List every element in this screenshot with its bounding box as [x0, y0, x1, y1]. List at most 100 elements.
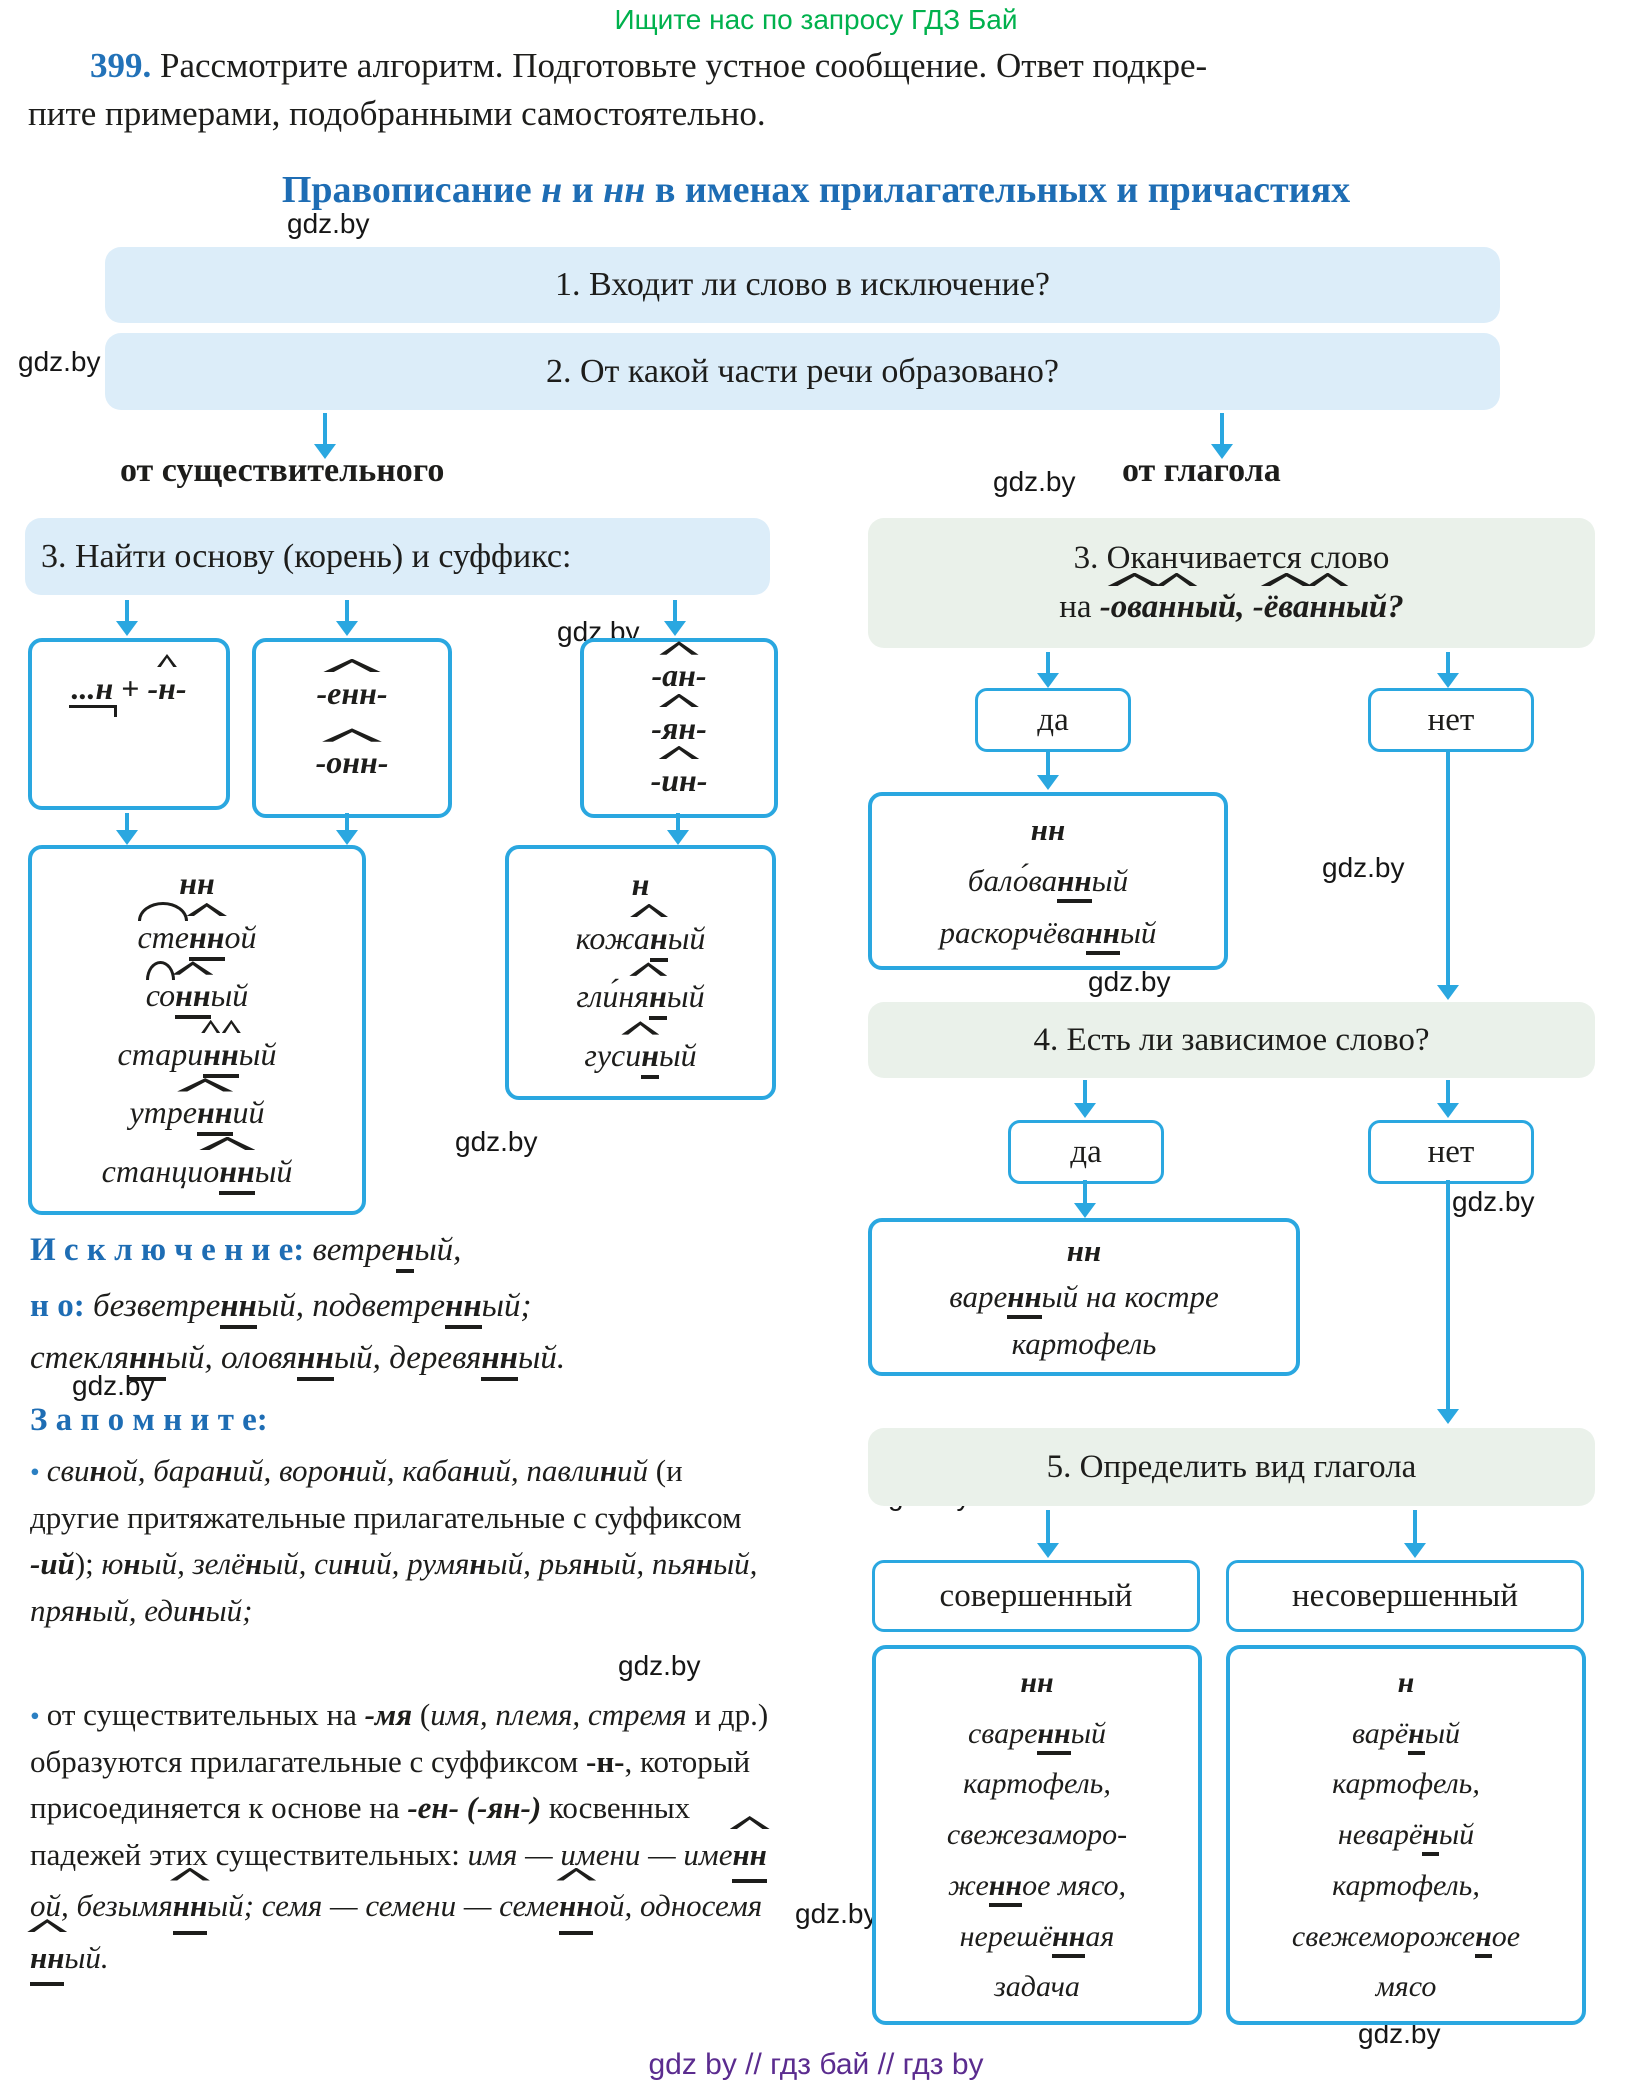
- watermark-gdzby: gdz.by: [993, 466, 1076, 497]
- example-word: варёный: [1352, 1716, 1460, 1755]
- aspect-imperfective-box: несовершенный: [1226, 1560, 1584, 1632]
- flow-arrow: [676, 813, 680, 831]
- step2-text: 2. От какой части речи образовано?: [546, 352, 1059, 390]
- example-word: картофель: [1011, 1325, 1157, 1361]
- example-word: задача: [994, 1970, 1080, 2004]
- example-word: свежемороженое: [1292, 1919, 1520, 1958]
- watermark-gdzby: gdz.by: [618, 1650, 701, 1681]
- step3-noun-text: 3. Найти основу (корень) и суффикс:: [41, 537, 572, 575]
- flow-arrow: [1446, 750, 1450, 986]
- watermark-gdzby: gdz.by: [287, 208, 370, 239]
- example-word: картофель,: [1332, 1767, 1480, 1801]
- yes-box-1: да: [975, 688, 1131, 752]
- result-box-nn-dependent: нн варенный на костре картофель: [868, 1218, 1300, 1376]
- no-box-2: нет: [1368, 1120, 1534, 1184]
- bullet-item-2: • от существительных на -мя (имя, племя,…: [30, 1692, 778, 1986]
- example-word: гусиный: [584, 1037, 697, 1080]
- step3-noun-box: 3. Найти основу (корень) и суффикс:: [25, 518, 770, 595]
- task-text-line-1: 399. Рассмотрите алгоритм. Подготовьте у…: [90, 46, 1208, 85]
- step4-text: 4. Есть ли зависимое слово?: [1033, 1021, 1430, 1058]
- example-word: картофель,: [1332, 1868, 1480, 1902]
- result-box-n-noun: н кожаный гли́няный гусиный: [505, 845, 776, 1100]
- page-title: Правописание н и нн в именах прилагатель…: [281, 169, 1351, 211]
- flow-arrow: [323, 413, 327, 445]
- yes-box-2: да: [1008, 1120, 1164, 1184]
- result-box-nn-perfective: нн сваренный картофель, свежезаморо- жен…: [872, 1645, 1202, 2025]
- example-word: гли́няный: [576, 978, 705, 1021]
- watermark-gdzby: gdz.by: [18, 346, 101, 377]
- flow-arrow: [1046, 750, 1050, 776]
- example-word: неварёный: [1338, 1818, 1474, 1856]
- result-box-nn-noun: нн стенной сонный старинный утренний ста…: [28, 845, 366, 1215]
- example-word: бало́ванный: [968, 863, 1128, 903]
- exception-note-line-2: н о: безветренный, подветренный;: [30, 1288, 532, 1329]
- branch-label-noun: от существительного: [120, 452, 445, 489]
- watermark-gdzby: gdz.by: [72, 1370, 155, 1401]
- remember-heading: З а п о м н и т е:: [30, 1402, 268, 1438]
- step2-box: 2. От какой части речи образовано?: [105, 333, 1500, 410]
- flow-arrow: [1446, 652, 1450, 674]
- branch-label-verb: от глагола: [1122, 452, 1281, 489]
- example-word: свежезаморо-: [946, 1818, 1128, 1851]
- step4-box: 4. Есть ли зависимое слово?: [868, 1002, 1595, 1078]
- flow-arrow: [1046, 652, 1050, 674]
- flow-arrow: [125, 813, 129, 831]
- flow-arrow: [1446, 1180, 1450, 1410]
- suffix-formula: ...н + -н-: [69, 670, 187, 717]
- result-box-nn-ovanny: нн бало́ванный раскорчёванный: [868, 792, 1228, 970]
- no-label: нет: [1427, 701, 1475, 738]
- aspect-imperfective-label: несовершенный: [1291, 1577, 1519, 1614]
- watermark-gdzby: gdz.by: [455, 1126, 538, 1157]
- flow-arrow: [1413, 1510, 1417, 1544]
- aspect-perfective-box: совершенный: [872, 1560, 1200, 1632]
- result-box-n-imperfective: н варёный картофель, неварёный картофель…: [1226, 1645, 1586, 2025]
- suffix-item: -ин-: [650, 761, 708, 798]
- suffix-box-an-yan-in: -ан- -ян- -ин-: [580, 638, 778, 818]
- suffix-item: -енн-: [316, 674, 388, 711]
- step3-verb-line-1: 3. Оканчивается слово: [1073, 540, 1390, 576]
- promo-banner: Ищите нас по запросу ГДЗ Бай: [614, 4, 1018, 35]
- flow-arrow: [673, 600, 677, 622]
- step3-verb-box: 3. Оканчивается слово на -ованный, -ёван…: [868, 518, 1595, 648]
- example-word: мясо: [1375, 1970, 1437, 2004]
- flow-arrow: [125, 600, 129, 622]
- example-word: нерешённая: [960, 1919, 1114, 1958]
- flow-arrow: [1046, 1510, 1050, 1544]
- no-box-1: нет: [1368, 688, 1534, 752]
- watermark-gdzby: gdz.by: [1322, 852, 1405, 883]
- result-box-header: нн: [179, 865, 215, 902]
- suffix-item: -ян-: [651, 709, 707, 746]
- footer-watermark: gdz by // гдз бай // гдз by: [648, 2048, 984, 2081]
- result-box-header: н: [1397, 1665, 1415, 1699]
- flow-arrow: [1083, 1180, 1087, 1204]
- example-word: старинный: [118, 1036, 276, 1078]
- example-word: кожаный: [576, 920, 705, 962]
- result-box-header: нн: [1020, 1665, 1054, 1699]
- example-word: утренний: [129, 1094, 265, 1137]
- flow-arrow: [1446, 1080, 1450, 1104]
- example-word: раскорчёванный: [940, 914, 1156, 955]
- flow-arrow: [345, 813, 349, 831]
- step5-box: 5. Определить вид глагола: [868, 1428, 1595, 1506]
- watermark-gdzby: gdz.by: [1088, 966, 1171, 997]
- exception-note-line-3: стеклянный, оловянный, деревянный.: [30, 1340, 565, 1381]
- step1-box: 1. Входит ли слово в исключение?: [105, 247, 1500, 323]
- flow-arrow: [345, 600, 349, 622]
- example-word: женное мясо,: [948, 1868, 1126, 1907]
- suffix-box-n-plus-n: ...н + -н-: [28, 638, 230, 810]
- watermark-gdzby: gdz.by: [1452, 1186, 1535, 1217]
- suffix-item: -ан-: [651, 657, 707, 694]
- yes-label: да: [1037, 701, 1069, 738]
- example-word: станционный: [102, 1153, 292, 1195]
- flow-arrow: [1220, 413, 1224, 445]
- no-label: нет: [1427, 1133, 1475, 1170]
- suffix-box-enn-onn: -енн- -онн-: [252, 638, 452, 818]
- example-word: сваренный: [968, 1716, 1106, 1755]
- task-text-line-2: пите примерами, подобранными самостоятел…: [28, 94, 766, 134]
- step5-text: 5. Определить вид глагола: [1046, 1448, 1417, 1485]
- result-box-header: н: [631, 865, 650, 902]
- example-word: варенный на костре: [949, 1279, 1219, 1319]
- flow-arrow: [1083, 1080, 1087, 1104]
- bullet-item-1: • свиной, бараний, вороний, кабаний, пав…: [30, 1453, 758, 1628]
